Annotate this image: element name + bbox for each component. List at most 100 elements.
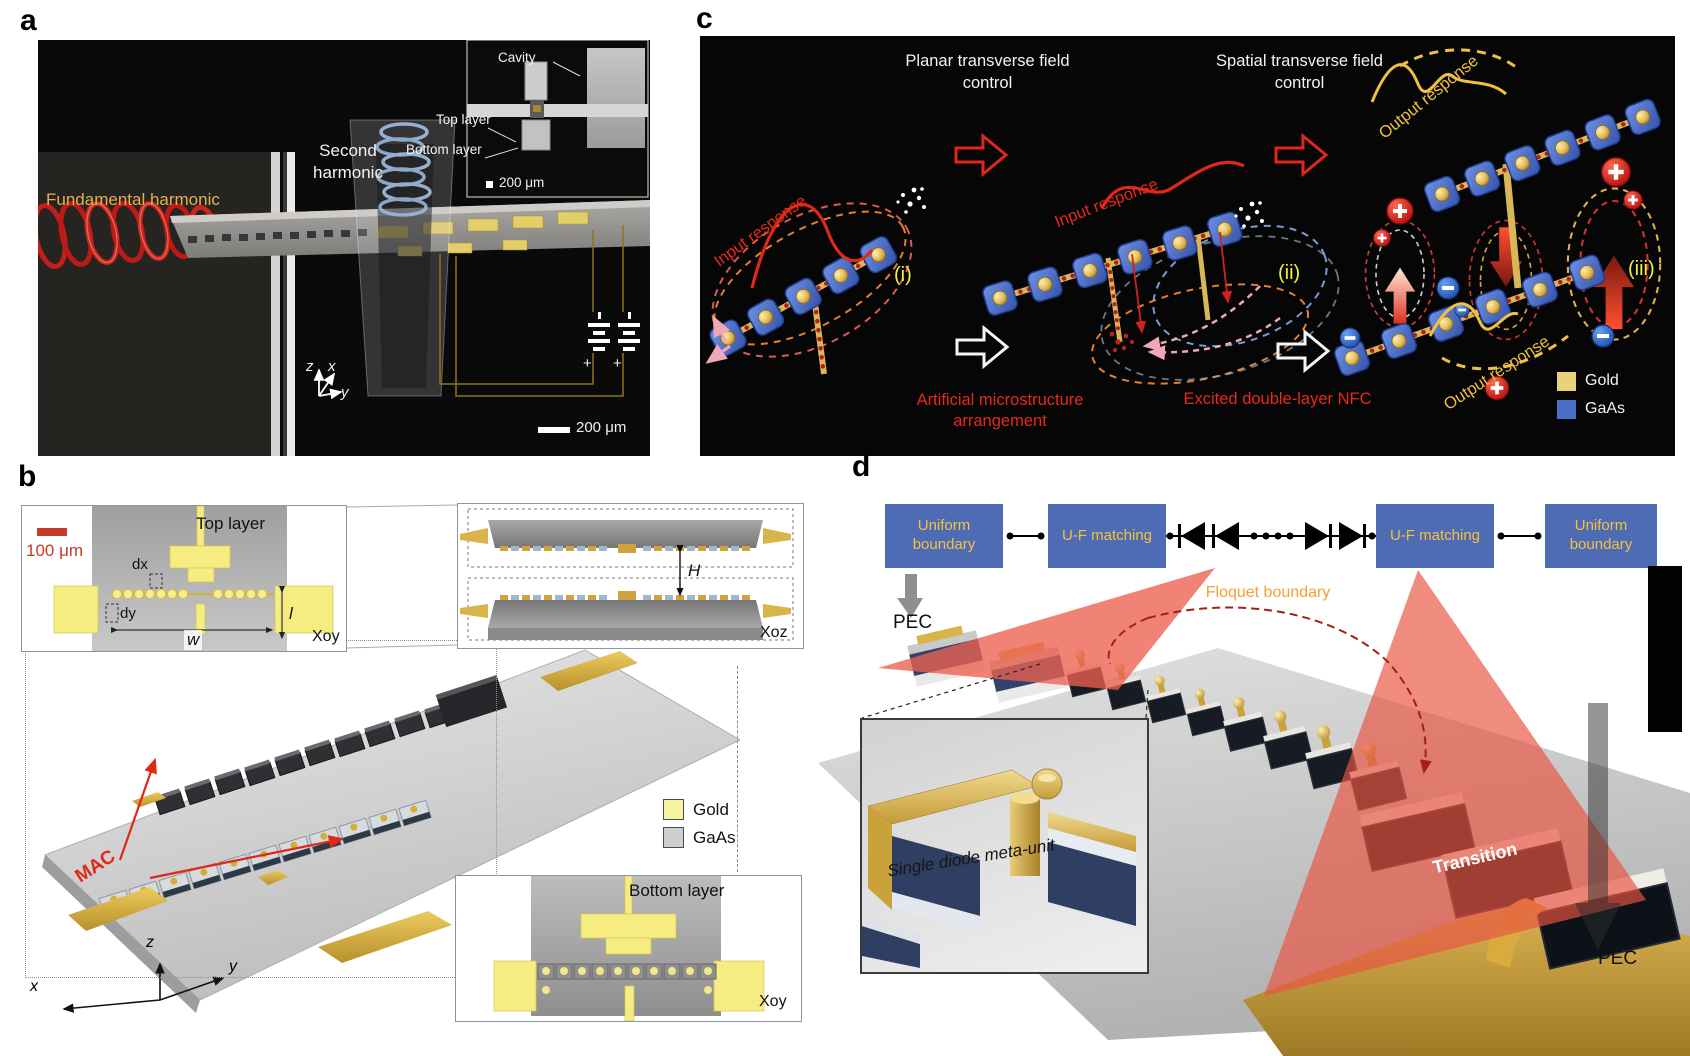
h-label: H	[688, 561, 701, 580]
output-response-dashed-curve	[1399, 48, 1521, 72]
cluster-ii	[980, 201, 1340, 385]
panel-c-art	[705, 48, 1663, 419]
top-layer-label: Top layer	[436, 112, 491, 127]
legend-gaas-label: GaAs	[1585, 400, 1626, 417]
bottom-layer-art	[493, 876, 765, 1021]
output-response-dashed-curve	[1441, 334, 1569, 371]
step-iii-label: (iii)	[1628, 258, 1655, 280]
gold-structure	[493, 876, 765, 1021]
gaas-swatch-icon	[663, 827, 684, 848]
meta-chain-row	[537, 963, 717, 994]
w-label: w	[184, 630, 203, 650]
gold-bridge	[258, 870, 288, 885]
panel-a-scalebar-label: 200 μm	[576, 419, 627, 436]
input-response-curve	[750, 202, 874, 289]
planar-control-title: Planar transverse field control	[905, 52, 1070, 93]
red-flow-arrow-icon	[954, 134, 1008, 176]
axis-y-label: y	[341, 384, 349, 401]
single-diode-art	[862, 768, 1136, 968]
inset-leader-lines	[861, 663, 1149, 719]
axis-y-label: y	[229, 958, 237, 975]
panel-a-canvas: Fundamental harmonic Second harmonic Cav…	[38, 40, 650, 456]
cluster-iii	[1332, 96, 1663, 401]
excited-nfc-label: Excited double-layer NFC	[1183, 390, 1372, 408]
side-view-inset: H Xoz	[457, 503, 804, 649]
artificial-arrangement-label: Artificial microstructure arrangement	[916, 391, 1084, 431]
dotted-subframe	[467, 508, 794, 568]
l-label: l	[289, 604, 293, 623]
bottom-slab	[460, 591, 791, 640]
diode-chain-icon	[1166, 522, 1376, 550]
plus-charge-icon	[1386, 197, 1414, 225]
pec-arrow-left-icon	[897, 574, 923, 618]
top-slab	[460, 520, 791, 553]
magnifier-lines	[345, 504, 458, 649]
fundamental-harmonic-label: Fundamental harmonic	[46, 190, 220, 209]
axes-arrows	[313, 368, 343, 400]
output-response-curve	[1428, 302, 1519, 337]
flow-box-uniform-left: Uniform boundary	[885, 504, 1003, 568]
axis-x-label: x	[328, 358, 336, 375]
top-layer-inset-art	[37, 506, 334, 651]
side-view-art	[460, 508, 794, 641]
xoy-plane-label: Xoy	[312, 628, 340, 645]
axis-x-label: x	[30, 978, 38, 995]
bottom-layer-inset: Bottom layer Xoy	[455, 875, 802, 1022]
xoy-plane-label: Xoy	[759, 993, 787, 1010]
xoz-plane-label: Xoz	[760, 624, 788, 641]
floquet-boundary-label: Floquet boundary	[1205, 584, 1331, 601]
gold-swatch-icon	[1557, 372, 1576, 391]
panel-b-main-art	[42, 649, 740, 1013]
panel-b-label: b	[18, 460, 37, 493]
flow-box-uf-left: U-F matching	[1048, 504, 1166, 568]
dy-bracket	[105, 603, 119, 623]
plus-charge-icon	[1623, 190, 1643, 210]
flow-box-uniform-right: Uniform boundary	[1545, 504, 1657, 568]
legend-gold-row: Gold	[663, 799, 729, 820]
output-response-curve	[1370, 63, 1507, 103]
minus-charge-icon	[1436, 276, 1460, 300]
flow-connector	[1006, 532, 1045, 540]
spatial-control-title: Spatial transverse field control	[1216, 52, 1383, 93]
panel-a-label: a	[20, 4, 37, 37]
dotted-connector-line	[737, 666, 738, 872]
gaas-swatch-icon	[1557, 400, 1576, 419]
battery-plus-right: +	[613, 355, 622, 372]
step-ii-label: (ii)	[1278, 262, 1301, 284]
input-response-curve	[1100, 160, 1245, 209]
dy-label: dy	[120, 605, 136, 622]
white-flow-arrow-icon	[955, 326, 1009, 368]
legend-gaas-label: GaAs	[693, 827, 736, 847]
sem-inset	[466, 40, 649, 198]
dotted-subframe	[467, 577, 794, 641]
floquet-dashed-curve	[1107, 617, 1149, 665]
bottom-layer-title: Bottom layer	[629, 881, 725, 900]
floquet-dashed-curve	[1147, 606, 1432, 774]
battery-icons	[588, 312, 640, 351]
red-flow-arrow-icon	[1274, 134, 1328, 176]
white-flow-arrow-icon	[1276, 330, 1330, 372]
pec-left-label: PEC	[893, 612, 933, 633]
bottom-layer-label: Bottom layer	[406, 142, 482, 157]
transition-triangle-right	[1264, 570, 1646, 996]
panel-c-canvas: Planar transverse field control Spatial …	[700, 36, 1675, 456]
top-layer-inset: 100 μm Top layer dx dy l w Xoy	[21, 505, 347, 652]
pec-right-label: PEC	[1598, 948, 1638, 969]
panel-a-art	[38, 40, 650, 456]
plus-charge-icon	[1373, 229, 1391, 247]
gold-swatch-icon	[663, 799, 684, 820]
gold-pad	[540, 651, 638, 691]
minus-charge-icon	[1591, 324, 1615, 348]
panel-d-label: d	[852, 450, 871, 483]
pec-arrow-right-icon	[1575, 703, 1621, 950]
legend-gold-label: Gold	[1585, 372, 1619, 389]
inset-scale-label: 200 μm	[499, 175, 545, 190]
axis-z-label: z	[306, 358, 314, 375]
dx-label: dx	[132, 556, 148, 573]
axis-z-label: z	[146, 934, 154, 951]
step-i-label: (i)	[894, 264, 912, 286]
dx-bracket	[149, 573, 163, 589]
single-diode-inset: Single diode meta-unit	[860, 718, 1149, 974]
legend-gold-label: Gold	[693, 799, 729, 819]
legend-gaas-row: GaAs	[663, 827, 736, 848]
